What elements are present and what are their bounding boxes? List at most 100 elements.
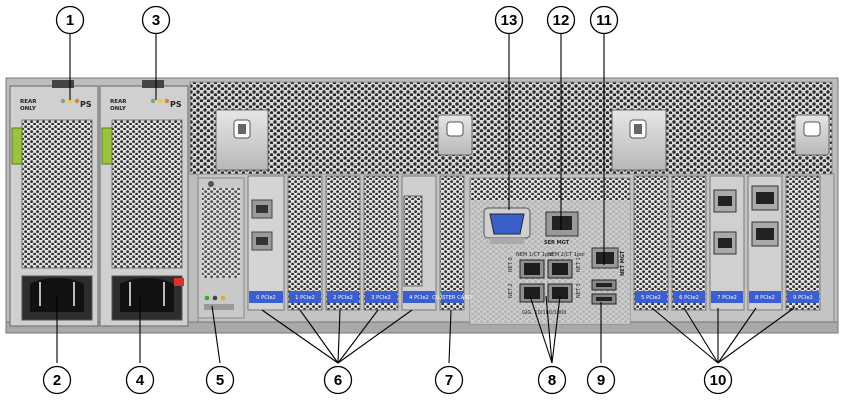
ser-mgt-port[interactable]: [545, 211, 579, 237]
callout-10: 10: [703, 365, 733, 395]
callout-6: 6: [323, 365, 353, 395]
callout-8: 8: [537, 365, 567, 395]
cluster-card-slot[interactable]: [439, 175, 465, 311]
screw-icon: [208, 181, 214, 187]
net-mgt-label: NET MGT: [620, 250, 626, 276]
slot-label: 6 PCIe2: [673, 291, 705, 303]
net-label: NET 1: [576, 257, 582, 272]
slot-label-text: 7 PCIe2: [717, 295, 737, 301]
callout-lines: [56, 33, 795, 364]
callout-5: 5: [205, 365, 235, 395]
system-status-panel: [197, 177, 245, 319]
power-cord-retainer-icon: [30, 278, 84, 312]
latch-icon: [215, 109, 269, 171]
net-label: NET 0: [508, 257, 514, 272]
latch-icon: [794, 114, 830, 156]
led-icon: [164, 98, 170, 104]
slot-label: 9 PCIe2: [787, 291, 819, 303]
pcie-slot-3[interactable]: [363, 175, 399, 311]
slot-label-text: 1 PCIe2: [295, 295, 315, 301]
callout-number: 12: [553, 12, 570, 29]
pcie-slot-5[interactable]: [633, 175, 669, 311]
slot-label: CLUSTER CARD: [432, 291, 472, 303]
slot-label-text: 5 PCIe2: [641, 295, 661, 301]
callout-11: 11: [589, 5, 619, 35]
slot-label: 8 PCIe2: [749, 291, 781, 303]
slot-label-text: 8 PCIe2: [755, 295, 775, 301]
psu-vent-grille: [111, 119, 183, 269]
warning-label-icon: [174, 278, 184, 286]
nem-label: NEM 1/CT 1pol: [516, 252, 553, 258]
nem-label: NEM 2/CT 1pol: [548, 252, 585, 258]
callout-number: 10: [710, 372, 727, 389]
led-icon: [150, 98, 156, 104]
callout-number: 2: [53, 372, 61, 389]
gige-label: GIG. 10/100/1000: [522, 310, 566, 316]
callout-13: 13: [494, 5, 524, 35]
slot-label-text: 6 PCIe2: [679, 295, 699, 301]
chassis-latches: [215, 109, 830, 171]
callout-2: 2: [42, 365, 72, 395]
slot-label-text: 2 PCIe2: [333, 295, 353, 301]
psu-release-lever[interactable]: [101, 127, 113, 165]
slot-label-text: 4 PCIe2: [409, 295, 429, 301]
top-vent-grille: [189, 81, 833, 175]
psu-ps-label: PS: [170, 100, 182, 109]
power-supply-0: REAR ONLY PS: [9, 80, 99, 327]
power-cord-retainer-icon: [120, 278, 174, 312]
slot-label: 2 PCIe2: [327, 291, 359, 303]
callout-number: 13: [501, 12, 518, 29]
callout-9: 9: [586, 365, 616, 395]
pcie-slot-1[interactable]: [287, 175, 323, 311]
net-mgt-port[interactable]: [591, 247, 619, 269]
callout-number: 6: [334, 372, 342, 389]
pcie-slot-9[interactable]: [785, 175, 821, 311]
callout-number: 1: [66, 12, 74, 29]
led-icon: [60, 98, 66, 104]
callout-number: 5: [216, 372, 224, 389]
usb-ports[interactable]: [591, 279, 617, 305]
slot-label-text: CLUSTER CARD: [432, 295, 472, 301]
net-label: NET 2: [508, 283, 514, 298]
pcie-slot-2[interactable]: [325, 175, 361, 311]
callout-number: 11: [596, 12, 612, 29]
psu-rear-label: ONLY: [20, 106, 37, 112]
latch-icon: [437, 114, 473, 156]
slot-label: 7 PCIe2: [711, 291, 743, 303]
slot-label: 3 PCIe2: [365, 291, 397, 303]
io-panel: SER MGT NET MGT NEM 1/CT 1pol NEM 2/CT 1…: [469, 177, 631, 325]
led-icon: [67, 98, 73, 104]
led-icon: [220, 295, 226, 301]
callout-12: 12: [546, 5, 576, 35]
led-icon: [204, 295, 210, 301]
callout-number: 8: [548, 372, 556, 389]
led-icon: [74, 98, 80, 104]
pcie-slots-left: [247, 175, 465, 311]
callout-1: 1: [55, 5, 85, 35]
latch-icon: [611, 109, 667, 171]
pcie-slots-right: [633, 175, 821, 311]
slot-label: 1 PCIe2: [289, 291, 321, 303]
ethernet-ports: NEM 1/CT 1pol NEM 2/CT 1pol NET 0 NET 2 …: [508, 252, 585, 316]
psu-vent-grille: [21, 119, 93, 269]
callout-number: 9: [597, 372, 605, 389]
callout-number: 3: [152, 12, 160, 29]
slot-label: 0 PCIe2: [249, 291, 283, 303]
pcie-slot-6[interactable]: [671, 175, 707, 311]
psu-rear-label: ONLY: [110, 106, 127, 112]
slot-label-text: 3 PCIe2: [371, 295, 391, 301]
led-icon: [212, 295, 218, 301]
callout-number: 7: [445, 372, 453, 389]
slot-label: 4 PCIe2: [403, 291, 435, 303]
ser-mgt-label: SER MGT: [544, 240, 570, 246]
slot-label-text: 9 PCIe2: [793, 295, 813, 301]
psu-ps-label: PS: [80, 100, 92, 109]
vga-port[interactable]: [483, 207, 531, 244]
callout-4: 4: [125, 365, 155, 395]
psu-release-lever[interactable]: [11, 127, 23, 165]
psu-rear-label: REAR: [110, 99, 127, 105]
psu-rear-label: REAR: [20, 99, 37, 105]
